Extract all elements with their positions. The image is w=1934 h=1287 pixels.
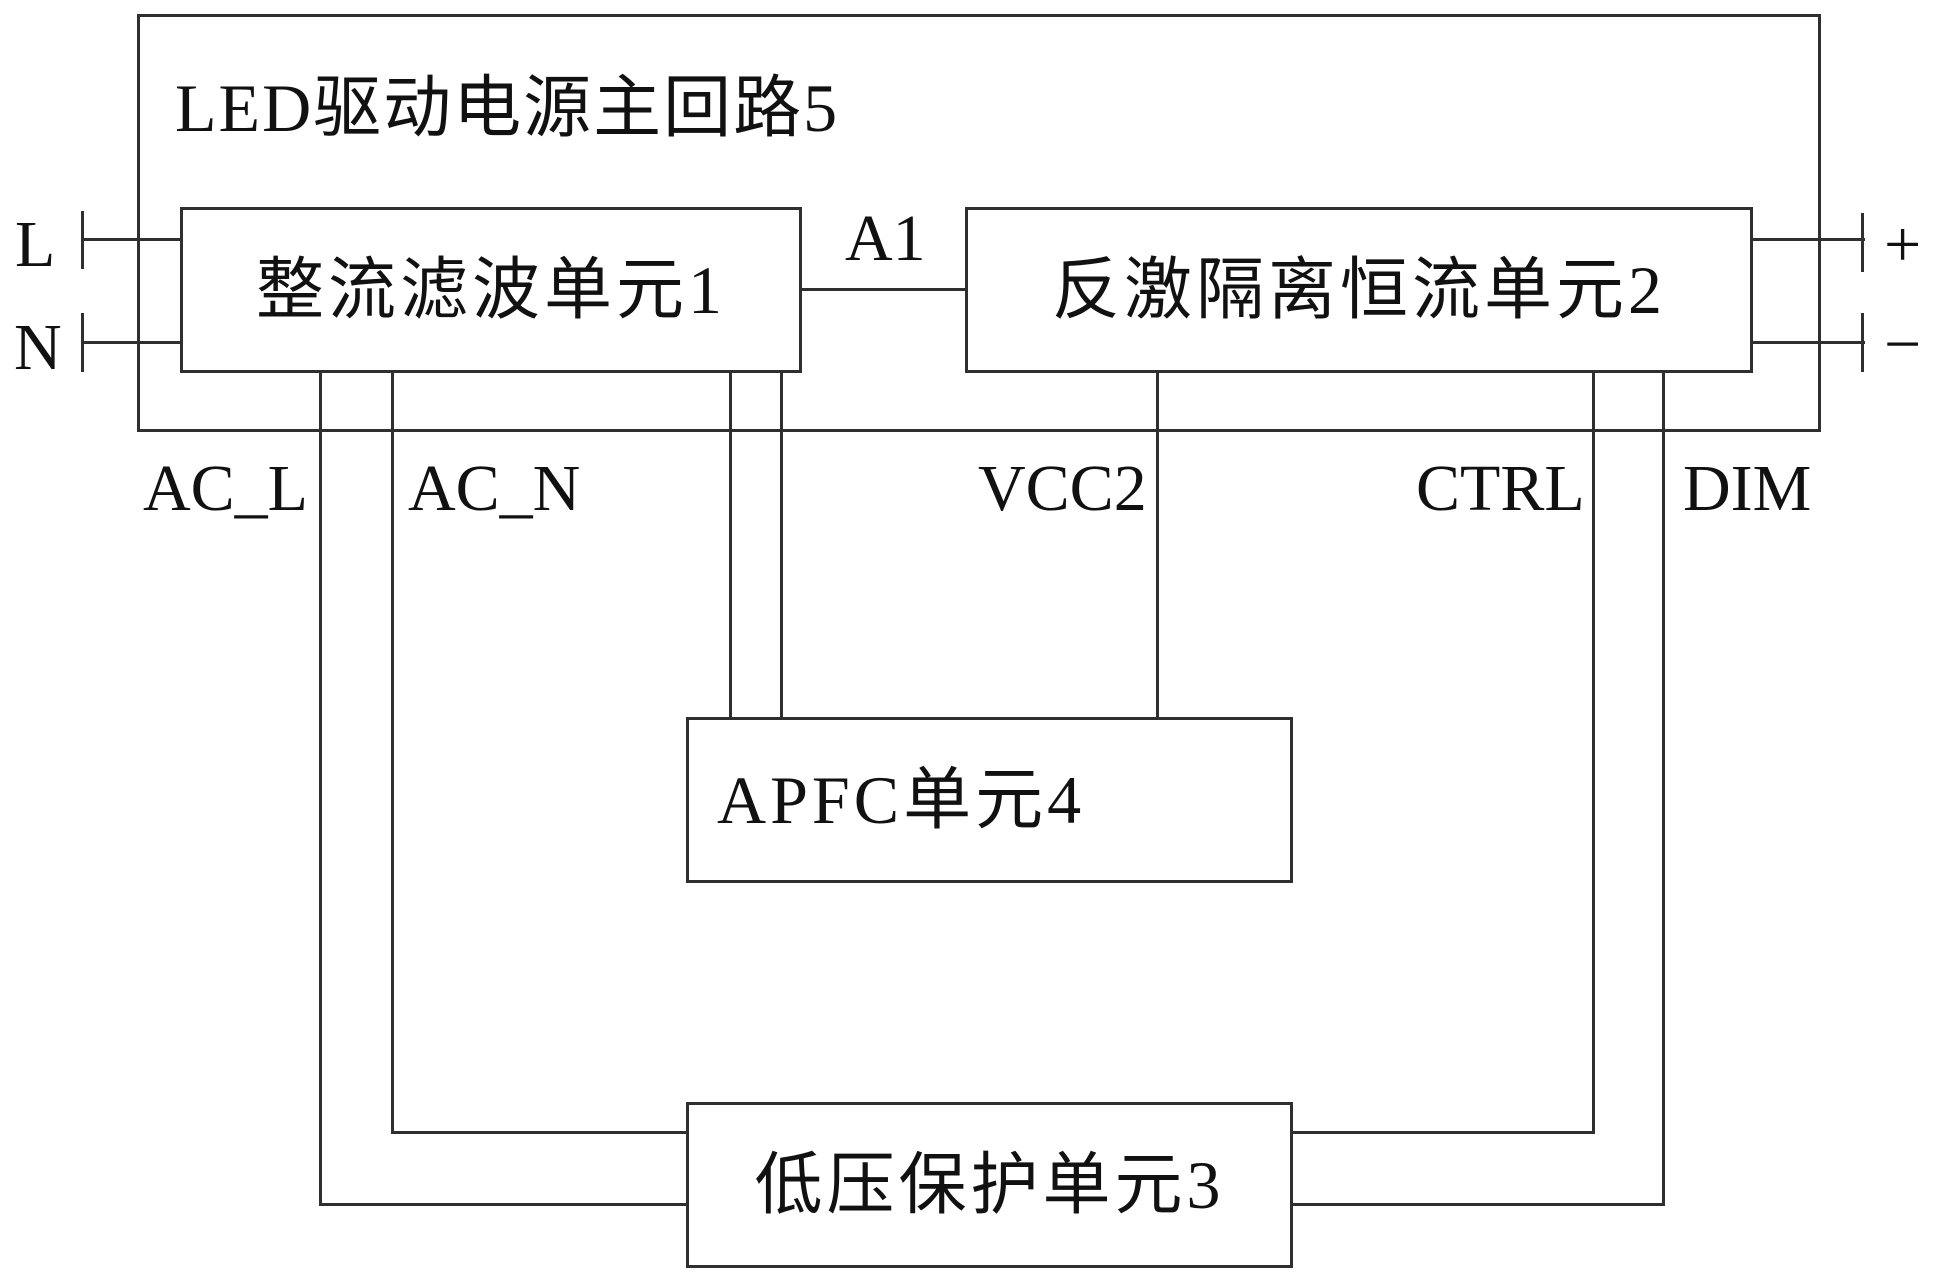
wire-output-positive [1750, 238, 1865, 241]
wire-a1-link [800, 288, 968, 291]
wire-apfc-feed-1 [729, 371, 732, 719]
tick-positive-terminal [1861, 213, 1864, 272]
wire-dim-horizontal [1293, 1203, 1665, 1206]
terminal-l-label: L [15, 208, 56, 281]
wire-l-input [83, 238, 182, 241]
terminal-negative-label: − [1884, 308, 1922, 381]
block-rectifier-filter-unit1: 整流滤波单元1 [180, 207, 802, 373]
tick-n-terminal [81, 313, 84, 372]
wire-ctrl-horizontal [1293, 1131, 1595, 1134]
tick-negative-terminal [1861, 313, 1864, 372]
signal-ac-l-label: AC_L [143, 452, 308, 525]
wire-n-input [83, 341, 182, 344]
wire-ac-l-vertical [319, 371, 322, 1206]
block-flyback-isolated-cc-unit2: 反激隔离恒流单元2 [965, 207, 1753, 373]
wire-ac-n-horizontal [391, 1131, 687, 1134]
block-low-voltage-protection-label: 低压保护单元3 [754, 1147, 1225, 1223]
wire-ac-l-horizontal [319, 1203, 687, 1206]
signal-ctrl-label: CTRL [1416, 452, 1585, 525]
node-a1-label: A1 [845, 202, 926, 275]
wire-ctrl-vertical [1592, 371, 1595, 1134]
wire-apfc-feed-2 [780, 371, 783, 719]
signal-ac-n-label: AC_N [408, 452, 581, 525]
tick-l-terminal [81, 211, 84, 269]
wire-vcc2 [1156, 371, 1159, 719]
block-apfc-label: APFC单元4 [717, 762, 1086, 838]
terminal-positive-label: + [1884, 208, 1922, 281]
signal-vcc2-label: VCC2 [978, 452, 1147, 525]
block-low-voltage-protection-unit3: 低压保护单元3 [686, 1102, 1293, 1268]
diagram-title: LED驱动电源主回路5 [175, 70, 840, 146]
signal-dim-label: DIM [1683, 452, 1812, 525]
terminal-n-label: N [14, 311, 62, 384]
wire-ac-n-vertical [391, 371, 394, 1134]
main-circuit-boundary-box [137, 14, 1821, 432]
block-flyback-isolated-cc-label: 反激隔离恒流单元2 [1051, 252, 1666, 328]
block-rectifier-filter-label: 整流滤波单元1 [255, 252, 726, 328]
wire-output-negative [1750, 341, 1865, 344]
block-apfc-unit4: APFC单元4 [686, 717, 1293, 883]
wire-dim-vertical [1662, 371, 1665, 1206]
